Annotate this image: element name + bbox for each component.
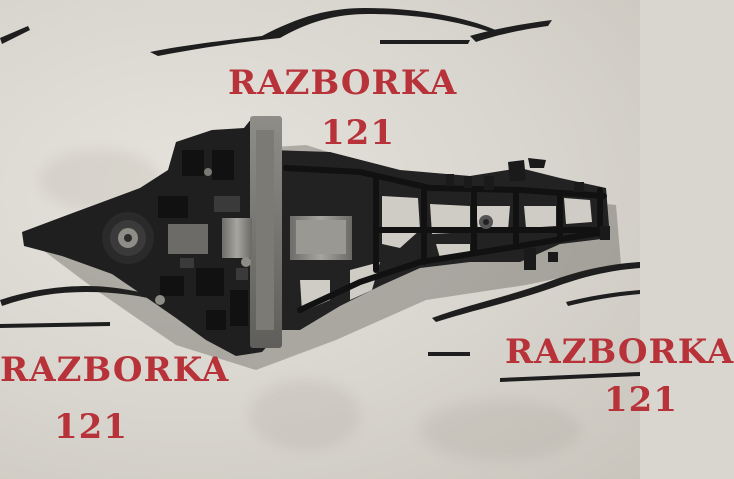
door-handle-bracket-part: [22, 116, 621, 370]
watermark-number-left: 121: [54, 407, 128, 447]
watermark-title-left: RAZBORKA: [0, 350, 230, 390]
watermark-number-top: 121: [321, 113, 395, 153]
car-silhouette-logo-top: [0, 8, 640, 382]
watermark-title-top: RAZBORKA: [228, 63, 458, 103]
surface-stain: [250, 380, 360, 450]
watermark-number-right: 121: [604, 380, 678, 420]
watermark-title-right: RAZBORKA: [505, 332, 734, 372]
surface-stain: [420, 400, 580, 460]
